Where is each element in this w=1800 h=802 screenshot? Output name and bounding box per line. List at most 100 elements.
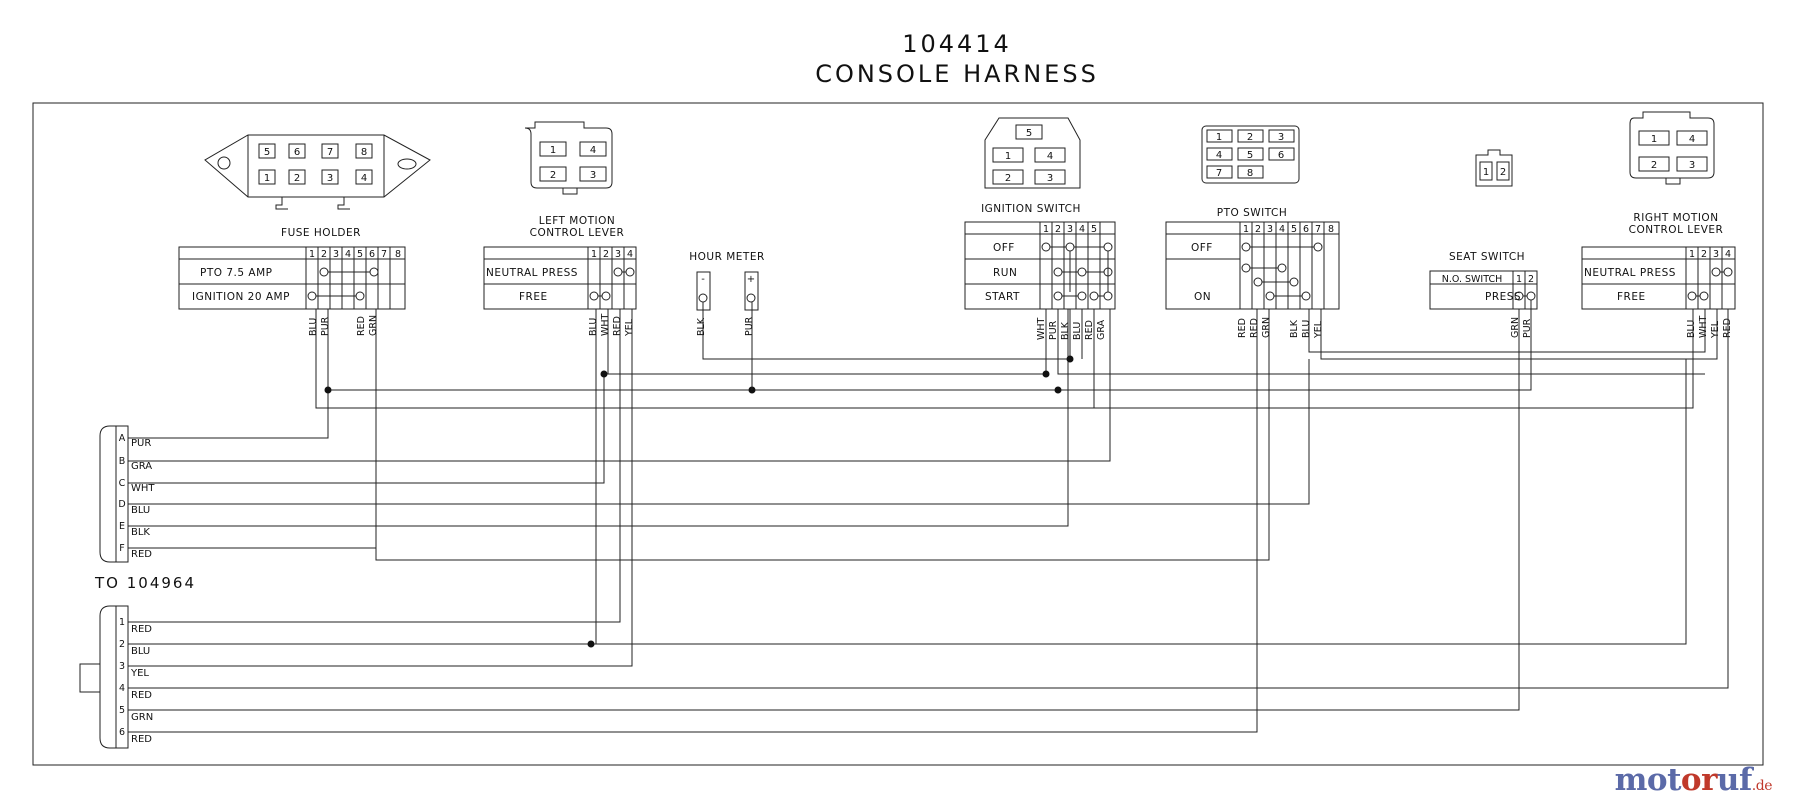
- svg-text:5: 5: [1291, 224, 1297, 235]
- svg-text:GRN: GRN: [131, 712, 153, 723]
- svg-text:+: +: [747, 274, 755, 285]
- fuse-holder-label: FUSE HOLDER: [281, 227, 361, 239]
- svg-text:3: 3: [119, 661, 125, 672]
- svg-text:3: 3: [1047, 173, 1053, 184]
- svg-text:5: 5: [1247, 150, 1253, 161]
- svg-text:OFF: OFF: [1191, 242, 1213, 254]
- svg-text:1: 1: [309, 249, 315, 260]
- svg-text:4: 4: [590, 145, 596, 156]
- svg-text:1: 1: [1043, 224, 1049, 235]
- svg-text:4: 4: [1725, 249, 1731, 260]
- svg-text:BLU: BLU: [1301, 320, 1312, 338]
- svg-text:NEUTRAL PRESS: NEUTRAL PRESS: [486, 267, 578, 279]
- svg-text:4: 4: [1279, 224, 1285, 235]
- svg-text:PUR: PUR: [744, 316, 755, 336]
- pto-switch-label: PTO SWITCH: [1217, 207, 1288, 219]
- svg-text:1: 1: [1483, 167, 1489, 178]
- svg-text:BLK: BLK: [1060, 321, 1071, 340]
- svg-text:5: 5: [264, 147, 270, 158]
- svg-text:3: 3: [1689, 160, 1695, 171]
- svg-text:BLK: BLK: [696, 317, 707, 336]
- connector-b: 1 2 3 4 5 6 RED BLU YEL RED GRN RED: [79, 605, 153, 749]
- svg-text:1: 1: [1005, 151, 1011, 162]
- svg-text:1: 1: [1216, 132, 1222, 143]
- svg-text:YEL: YEL: [624, 318, 635, 337]
- svg-text:5: 5: [1026, 128, 1032, 139]
- svg-text:PUR: PUR: [320, 316, 331, 336]
- svg-text:5: 5: [119, 705, 125, 716]
- svg-text:PUR: PUR: [131, 438, 151, 449]
- svg-text:4: 4: [1047, 151, 1053, 162]
- svg-text:YEL: YEL: [1313, 320, 1324, 339]
- svg-text:2: 2: [1247, 132, 1253, 143]
- svg-text:2: 2: [1528, 274, 1534, 285]
- svg-text:BLK: BLK: [1289, 319, 1300, 338]
- svg-text:4: 4: [361, 173, 367, 184]
- svg-text:BLU: BLU: [131, 505, 150, 516]
- svg-text:7: 7: [1216, 168, 1222, 179]
- svg-text:RED: RED: [1249, 318, 1260, 338]
- svg-text:2: 2: [1255, 224, 1261, 235]
- svg-text:BLU: BLU: [1686, 320, 1697, 338]
- svg-text:3: 3: [1067, 224, 1073, 235]
- svg-text:1: 1: [591, 249, 597, 260]
- svg-text:1: 1: [1651, 134, 1657, 145]
- svg-text:6: 6: [119, 727, 125, 738]
- svg-text:2: 2: [1005, 173, 1011, 184]
- hour-meter-label: HOUR METER: [689, 251, 765, 263]
- svg-text:WHT: WHT: [1036, 317, 1047, 340]
- svg-text:GRN: GRN: [368, 315, 379, 336]
- svg-text:YEL: YEL: [1710, 320, 1721, 339]
- svg-text:4: 4: [627, 249, 633, 260]
- svg-text:GRN: GRN: [1510, 317, 1521, 338]
- left-motion-label-2: CONTROL LEVER: [530, 227, 625, 239]
- svg-text:8: 8: [1247, 168, 1253, 179]
- svg-text:3: 3: [1267, 224, 1273, 235]
- svg-text:BLU: BLU: [308, 318, 319, 336]
- svg-text:WHT: WHT: [131, 483, 155, 494]
- svg-text:F: F: [119, 543, 124, 554]
- fuse-row-ignition: IGNITION 20 AMP: [192, 291, 290, 303]
- svg-text:C: C: [119, 478, 126, 489]
- svg-text:7: 7: [327, 147, 333, 158]
- svg-text:2: 2: [321, 249, 327, 260]
- svg-text:RED: RED: [356, 316, 367, 336]
- svg-text:8: 8: [395, 249, 401, 260]
- svg-text:BLU: BLU: [131, 646, 150, 657]
- svg-text:4: 4: [345, 249, 351, 260]
- svg-text:3: 3: [327, 173, 333, 184]
- svg-text:2: 2: [603, 249, 609, 260]
- svg-text:RED: RED: [1084, 320, 1095, 340]
- svg-text:PRESS: PRESS: [1485, 291, 1521, 303]
- diagram-border: [32, 102, 1764, 766]
- svg-text:START: START: [985, 291, 1020, 303]
- svg-text:PUR: PUR: [1048, 320, 1059, 340]
- svg-text:YEL: YEL: [130, 668, 149, 679]
- svg-text:RUN: RUN: [993, 267, 1017, 279]
- svg-text:A: A: [119, 433, 126, 444]
- right-motion-label-1: RIGHT MOTION: [1633, 212, 1718, 224]
- svg-text:1: 1: [1243, 224, 1249, 235]
- svg-text:1: 1: [550, 145, 556, 156]
- svg-text:3: 3: [590, 170, 596, 181]
- svg-text:1: 1: [119, 617, 125, 628]
- svg-text:WHT: WHT: [1698, 315, 1709, 338]
- seat-switch: 1 2 SEAT SWITCH N.O. SWITCH 1 2 PRESS GR…: [1429, 149, 1538, 338]
- svg-text:RED: RED: [131, 624, 152, 635]
- svg-text:B: B: [119, 456, 126, 467]
- svg-text:2: 2: [119, 639, 125, 650]
- left-motion-control-lever: 1 4 2 3 LEFT MOTION CONTROL LEVER 1 2 3 …: [483, 121, 637, 337]
- svg-text:4: 4: [1079, 224, 1085, 235]
- svg-text:1: 1: [1689, 249, 1695, 260]
- svg-text:RED: RED: [131, 549, 152, 560]
- svg-text:RED: RED: [131, 690, 152, 701]
- connector-a-body: [99, 425, 129, 563]
- svg-text:1: 1: [1516, 274, 1522, 285]
- svg-text:3: 3: [1278, 132, 1284, 143]
- svg-text:-: -: [701, 274, 705, 285]
- svg-text:BLK: BLK: [131, 527, 150, 538]
- svg-text:4: 4: [1689, 134, 1695, 145]
- svg-text:RED: RED: [1237, 318, 1248, 338]
- svg-text:4: 4: [119, 683, 125, 694]
- connector-a: A B C D E F PUR GRA WHT BLU BLK RED: [99, 425, 155, 563]
